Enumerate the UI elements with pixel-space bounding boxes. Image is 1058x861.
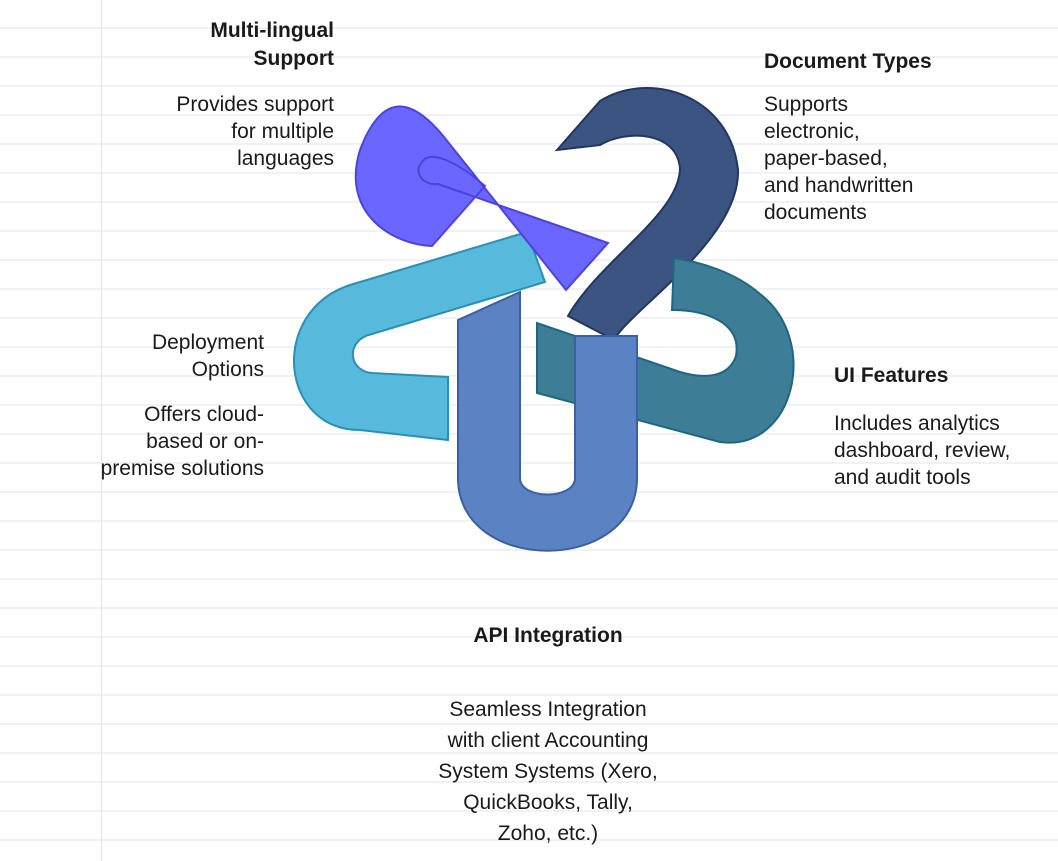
ui-features-block: UI Features Includes analytics dashboard… <box>834 362 1054 491</box>
document-types-description: Supports electronic, paper-based, and ha… <box>764 93 914 224</box>
deployment-title: Deployment Options <box>151 331 264 381</box>
notebook-margin-line <box>101 0 102 861</box>
deployment-description: Offers cloud- based or on- premise solut… <box>100 403 264 480</box>
ui-features-title: UI Features <box>834 364 949 387</box>
document-types-title: Document Types <box>764 50 932 73</box>
deployment-options-loop <box>292 230 547 442</box>
api-integration-description: Seamless Integration with client Account… <box>438 698 658 845</box>
deployment-block: Deployment Options Offers cloud- based o… <box>34 329 264 482</box>
api-integration-loop <box>457 290 638 552</box>
ui-features-description: Includes analytics dashboard, review, an… <box>834 412 1011 489</box>
document-types-block: Document Types Supports electronic, pape… <box>764 48 1024 226</box>
multilingual-description: Provides support for multiple languages <box>176 93 334 170</box>
multilingual-support-loop <box>354 105 610 292</box>
document-types-loop <box>554 87 740 342</box>
api-integration-block: API Integration Seamless Integration wit… <box>398 622 698 849</box>
api-integration-title: API Integration <box>473 624 623 647</box>
multilingual-block: Multi-lingual Support Provides support f… <box>104 17 334 172</box>
multilingual-title: Multi-lingual Support <box>210 19 334 70</box>
